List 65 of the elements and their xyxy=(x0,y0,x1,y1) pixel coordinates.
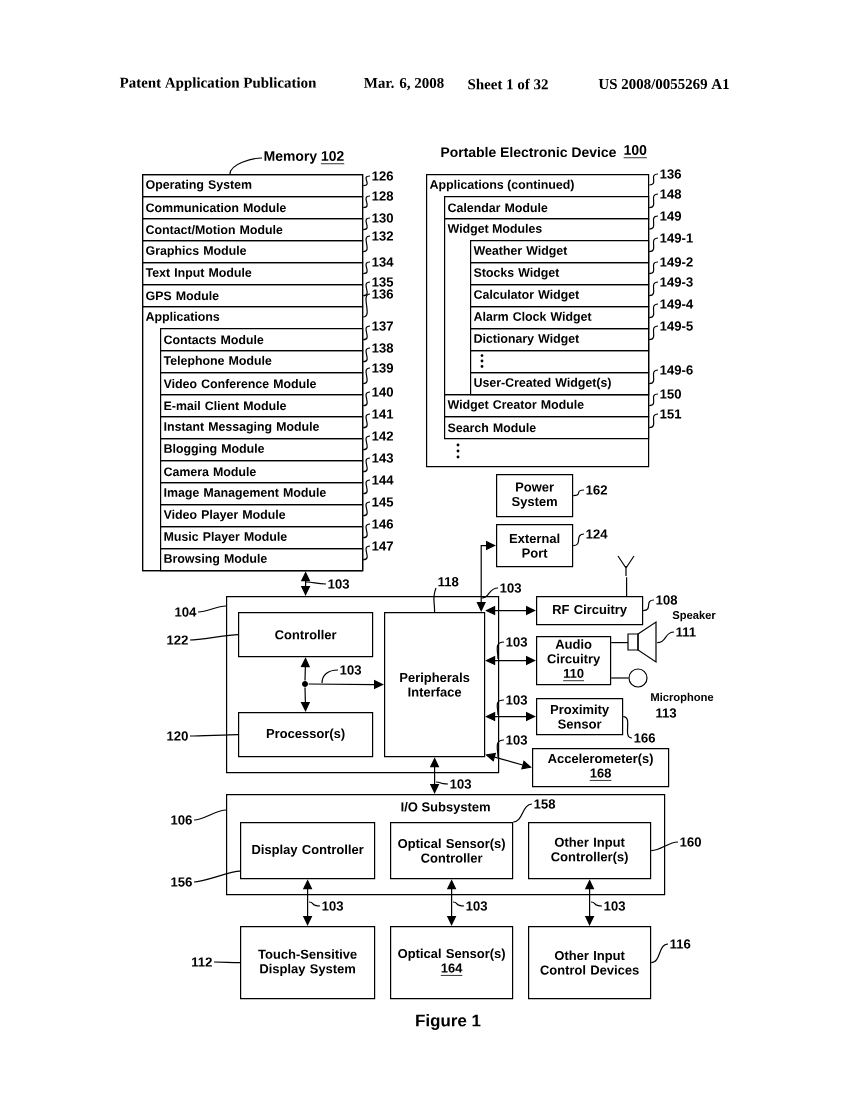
leader-line xyxy=(197,605,227,613)
leader-line xyxy=(648,325,659,341)
arrow xyxy=(300,687,311,712)
leader-line xyxy=(362,523,371,539)
leader-line xyxy=(648,193,659,209)
leader-line xyxy=(189,634,239,641)
leader-line xyxy=(572,533,585,547)
leader-line xyxy=(362,413,371,429)
leader-line xyxy=(648,393,659,407)
leader-line xyxy=(362,367,371,385)
leader-line xyxy=(362,545,371,561)
leader-line xyxy=(362,325,371,341)
block-box xyxy=(226,596,500,774)
leader-line xyxy=(362,501,371,517)
leader-line xyxy=(362,261,371,275)
leader-line xyxy=(362,347,371,363)
leader-line xyxy=(648,281,659,297)
leader-line xyxy=(362,391,371,407)
leader-line xyxy=(362,175,371,187)
leader-line xyxy=(305,581,327,585)
leader-line xyxy=(433,587,437,613)
leader-line xyxy=(648,413,659,429)
leader-line xyxy=(642,599,655,612)
leader-line xyxy=(213,961,241,964)
leader-line xyxy=(622,716,633,739)
leader-line xyxy=(193,870,241,883)
leader-line xyxy=(362,293,371,318)
leader-line xyxy=(496,699,505,716)
leader-line xyxy=(656,631,675,644)
speaker-symbol xyxy=(627,620,657,664)
leader-line xyxy=(648,369,659,385)
leader-line xyxy=(452,901,465,907)
leader-line xyxy=(648,303,659,319)
leader-line xyxy=(308,901,321,907)
leader-line xyxy=(648,173,659,186)
connector-line xyxy=(610,677,629,679)
leader-line xyxy=(650,841,679,852)
figure-caption: Figure 1 xyxy=(416,1014,481,1030)
leader-line xyxy=(572,489,585,497)
leader-line xyxy=(189,734,239,737)
leader-line xyxy=(435,781,449,785)
leader-line xyxy=(362,435,371,451)
leader-line xyxy=(362,217,371,231)
leader-line xyxy=(648,261,659,275)
leader-line xyxy=(650,943,669,964)
leader-line xyxy=(229,157,263,175)
leader-line xyxy=(648,215,659,230)
leader-line xyxy=(512,803,533,823)
leader-line xyxy=(193,809,227,821)
leader-line xyxy=(590,901,603,907)
empty-row xyxy=(470,350,650,374)
antenna-symbol xyxy=(617,555,635,577)
leader-line xyxy=(321,669,339,684)
leader-line xyxy=(362,457,371,473)
leader-line xyxy=(496,739,505,758)
leader-line xyxy=(481,587,499,599)
leader-line xyxy=(496,641,505,660)
leader-line xyxy=(648,237,659,253)
leader-line xyxy=(362,235,371,253)
connector-line xyxy=(626,576,628,597)
connector-line xyxy=(610,642,629,644)
leader-line xyxy=(362,195,371,209)
bus-arrow xyxy=(476,540,496,612)
leader-line xyxy=(362,479,371,495)
leader-line xyxy=(362,281,371,297)
